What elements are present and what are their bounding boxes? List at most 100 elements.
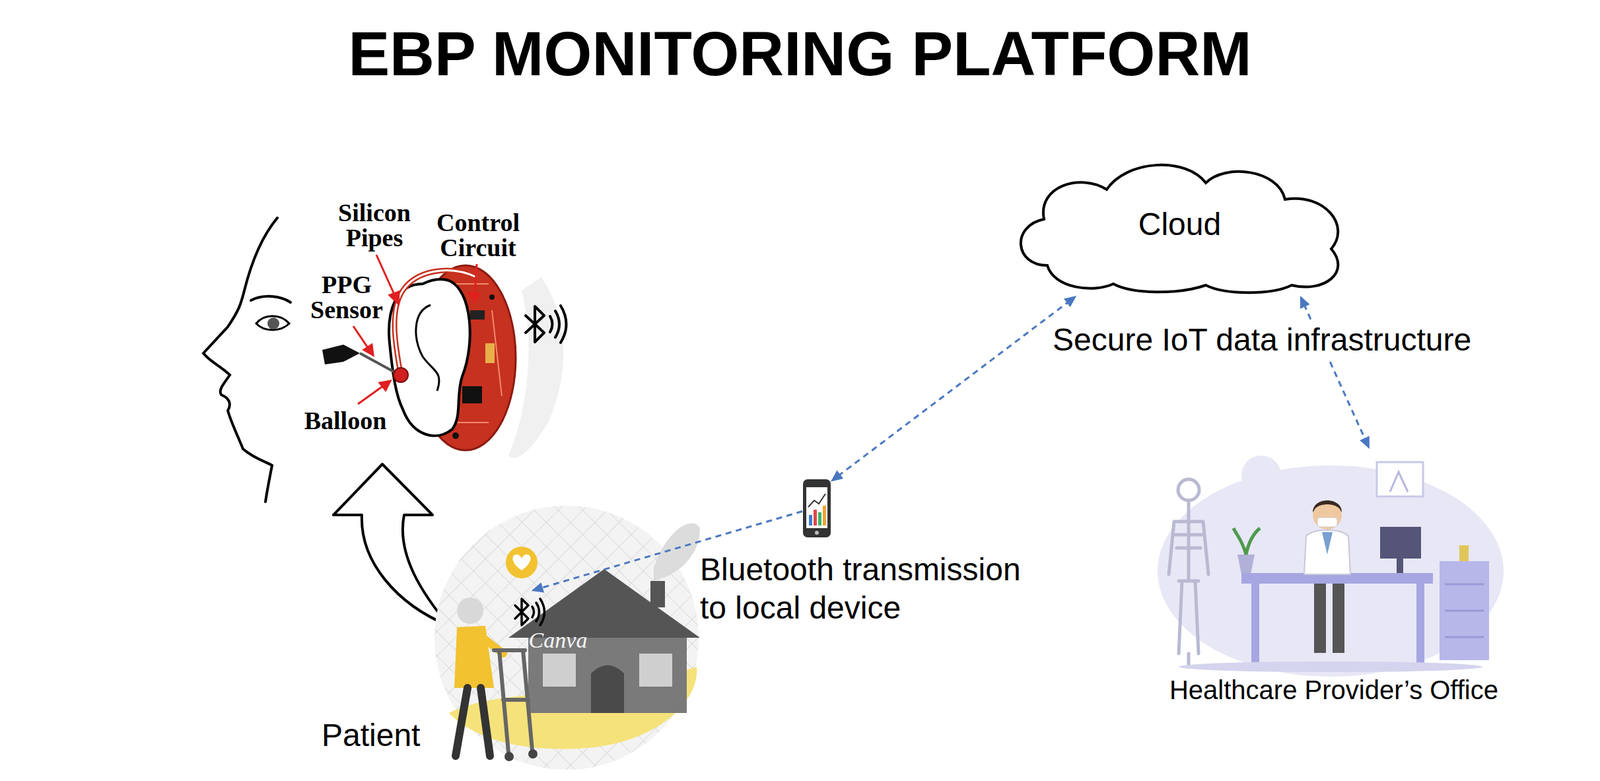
office-illustration	[1390, 472, 1408, 492]
office-illustration	[1157, 465, 1504, 677]
leader-arrows	[469, 293, 480, 303]
head-illustration	[203, 173, 568, 506]
part-label: PPG Sensor	[300, 272, 393, 323]
smartphone-icon	[806, 487, 828, 529]
patient-illustration	[591, 665, 625, 714]
office-illustration	[1178, 661, 1483, 673]
head-illustration	[267, 317, 280, 330]
diagram-title: EBP MONITORING PLATFORM	[0, 19, 1600, 88]
patient-illustration	[639, 653, 673, 687]
patient-illustration	[454, 626, 494, 689]
cloud-outline	[1020, 165, 1338, 293]
patient-illustration	[508, 569, 700, 638]
control-circuit-board	[462, 386, 483, 404]
leader-arrows	[376, 254, 395, 296]
silicon-pipes	[394, 270, 477, 376]
office-illustration	[1178, 479, 1200, 501]
control-circuit-board	[452, 432, 459, 440]
patient-illustration	[493, 650, 533, 753]
patient-illustration	[653, 523, 700, 582]
dashed-connector	[830, 295, 1077, 483]
smartphone-icon	[808, 515, 813, 526]
arrowhead	[830, 470, 844, 482]
office-illustration	[1237, 554, 1255, 575]
ear-outline	[388, 279, 471, 436]
control-circuit-board	[485, 343, 495, 364]
leader-arrows	[389, 291, 399, 304]
leader-arrows	[363, 344, 374, 356]
smartphone-icon	[802, 479, 831, 538]
bluetooth-symbol	[525, 306, 545, 343]
hollow-arrow	[333, 464, 450, 627]
smartphone-icon	[818, 512, 822, 526]
head-illustration	[508, 277, 564, 458]
office-illustration	[1312, 500, 1342, 513]
patient-illustration	[650, 581, 665, 608]
part-label: Balloon	[304, 408, 387, 434]
head-illustration	[203, 217, 278, 502]
head-illustration	[250, 296, 291, 303]
part-label: Control Circuit	[428, 209, 528, 261]
leader-arrows	[353, 254, 480, 405]
office-illustration	[1439, 561, 1490, 661]
hollow-arrow	[333, 464, 450, 627]
cloud-label: Cloud	[1138, 205, 1221, 244]
office-illustration	[1376, 462, 1424, 497]
arrowhead	[1063, 295, 1077, 308]
patient-illustration	[504, 752, 514, 762]
ppg-sensor	[322, 344, 360, 365]
office-illustration	[1168, 500, 1209, 667]
ppg-sensor	[359, 353, 397, 374]
patient-illustration	[542, 653, 576, 687]
provider-office: Healthcare Provider’s Office	[1156, 449, 1513, 710]
office-illustration	[1459, 545, 1469, 562]
ppg-sensor	[322, 344, 397, 374]
office-illustration	[1312, 500, 1342, 530]
dashed-connector	[837, 301, 1070, 477]
patient-figure: Patient	[316, 591, 707, 760]
office-illustration	[1444, 584, 1484, 638]
bluetooth-symbol	[555, 311, 560, 338]
leader-arrows	[353, 326, 369, 349]
bluetooth-symbol	[515, 598, 529, 626]
office-illustration	[1233, 528, 1260, 555]
ear-outline	[416, 305, 440, 391]
arrowhead	[1359, 435, 1370, 450]
bluetooth-symbol	[560, 305, 567, 343]
bluetooth-symbol	[540, 598, 545, 626]
control-circuit-board	[470, 310, 485, 320]
office-illustration	[1241, 455, 1282, 496]
office-illustration	[1314, 583, 1326, 654]
office-label: Healthcare Provider’s Office	[1169, 674, 1499, 706]
bluetooth-symbol	[536, 602, 540, 622]
leader-arrows	[474, 264, 477, 295]
smartphone-icon	[808, 493, 826, 508]
smartphone-icon	[822, 505, 827, 526]
office-illustration	[1321, 532, 1333, 555]
silicon-pipes	[394, 270, 477, 376]
arrowhead	[531, 582, 545, 593]
patient-illustration	[505, 546, 538, 579]
patient-label: Patient	[321, 716, 420, 755]
arrowhead	[1300, 295, 1311, 310]
transmission-label: Bluetooth transmission to local device	[699, 550, 1037, 627]
smartphone-node: Bluetooth transmission to local device	[802, 478, 831, 539]
bluetooth-symbol	[525, 305, 567, 343]
part-label: Silicon Pipes	[324, 200, 424, 251]
bluetooth-symbol	[515, 598, 545, 626]
bluetooth-symbol	[550, 316, 553, 333]
head-illustration	[208, 173, 568, 506]
office-illustration	[1332, 583, 1345, 654]
leader-arrows	[357, 385, 384, 405]
patient-illustration	[513, 554, 531, 571]
head-illustration	[256, 316, 290, 331]
office-illustration	[1304, 530, 1351, 575]
patient-illustration	[528, 749, 538, 759]
infrastructure-label: Secure IoT data infrastructure	[1049, 320, 1474, 360]
office-illustration	[1396, 558, 1404, 574]
patient-illustration	[434, 505, 700, 770]
bluetooth-symbol	[532, 606, 535, 618]
patient-illustration	[456, 597, 484, 625]
